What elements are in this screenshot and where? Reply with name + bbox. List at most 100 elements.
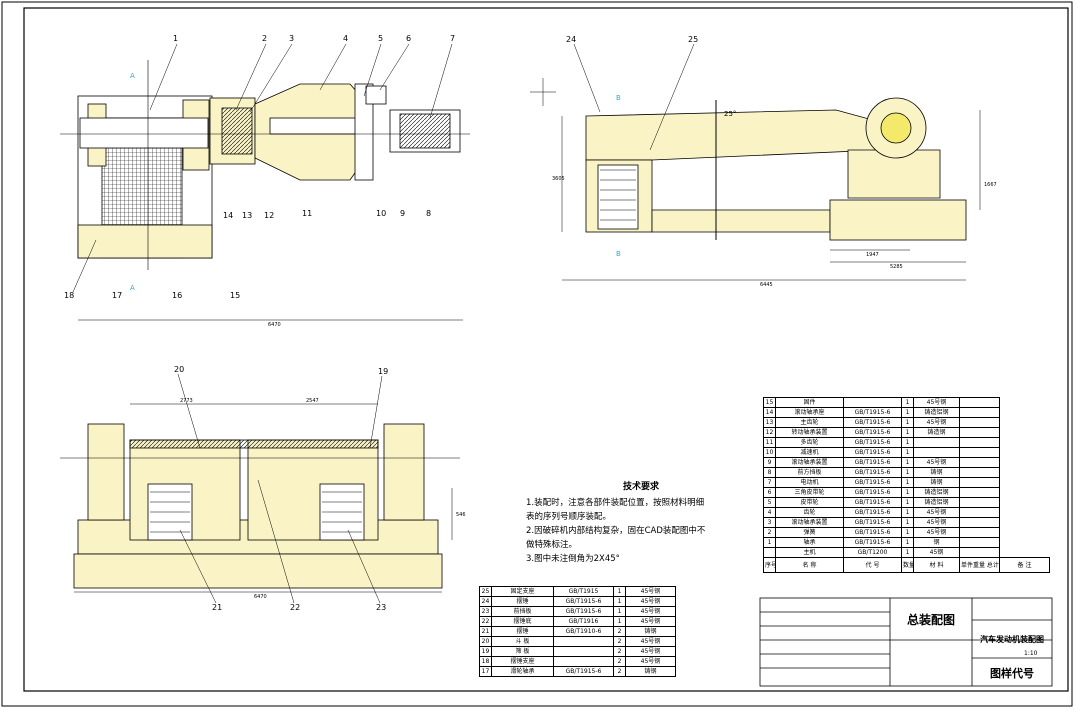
table-cell: GB/T1915-6: [843, 427, 902, 438]
table-cell: [959, 537, 1000, 548]
callout-17: 17: [112, 291, 122, 300]
table-cell: 1: [901, 397, 914, 408]
table-cell: GB/T1200: [843, 547, 902, 558]
table-cell: 转动轴承装置: [775, 427, 844, 438]
table-cell: 三角皮带轮: [775, 487, 844, 498]
requirement-line: 做特殊标注。: [526, 540, 578, 550]
callout-6: 6: [406, 34, 411, 43]
table-cell: 固件: [775, 397, 844, 408]
table-cell: 1: [901, 497, 914, 508]
table-cell: 钢: [913, 537, 960, 548]
requirement-line: 2.因破碎机内部结构复杂，固在CAD装配图中不: [526, 526, 706, 536]
table-cell: [913, 437, 960, 448]
dim-side-overall: 6445: [760, 282, 773, 288]
table-cell: GB/T1915-6: [843, 517, 902, 528]
table-cell: 1: [613, 596, 626, 607]
table-cell: 45号钢: [913, 397, 960, 408]
callout-7: 7: [450, 34, 455, 43]
table-cell: 45号钢: [913, 527, 960, 538]
table-header-cell: 数量: [901, 557, 914, 573]
table-cell: 15: [763, 397, 776, 408]
table-cell: 1: [613, 586, 626, 597]
table-cell: 1: [901, 547, 914, 558]
callout-3: 3: [289, 34, 294, 43]
plan-callouts: 1 2 3 4 5 6 7 8 9 10 11 12 13 14 15 16 1…: [64, 34, 455, 300]
table-cell: [959, 477, 1000, 488]
table-cell: GB/T1915-6: [843, 537, 902, 548]
table-cell: 1: [613, 606, 626, 617]
table-cell: 45号钢: [913, 417, 960, 428]
table-cell: 1: [901, 447, 914, 458]
table-cell: 11: [763, 437, 776, 448]
table-cell: GB/T1915-6: [843, 457, 902, 468]
table-cell: GB/T1915-6: [843, 507, 902, 518]
table-cell: GB/T1915-6: [843, 527, 902, 538]
callout-1: 1: [173, 34, 178, 43]
scale-value: 1:10: [1024, 650, 1038, 657]
front-view: [60, 403, 460, 593]
callout-2: 2: [262, 34, 267, 43]
callout-4: 4: [343, 34, 348, 43]
table-cell: 45号钢: [625, 616, 676, 627]
table-cell: 9: [763, 457, 776, 468]
plan-view: 6470: [60, 60, 470, 328]
table-cell: 19: [479, 646, 492, 657]
table-cell: GB/T1915-6: [553, 666, 614, 677]
table-cell: 主齿轮: [775, 417, 844, 428]
table-cell: [959, 417, 1000, 428]
dim-top-overall: 6470: [268, 322, 281, 328]
table-cell: 24: [479, 596, 492, 607]
table-cell: 45号钢: [625, 606, 676, 617]
table-cell: [959, 527, 1000, 538]
table-cell: 4: [763, 507, 776, 518]
table-cell: 皮带轮: [775, 497, 844, 508]
table-cell: 斗 板: [491, 636, 554, 647]
dim-side-sub2: 1947: [866, 252, 879, 258]
table-cell: [843, 397, 902, 408]
table-cell: 22: [479, 616, 492, 627]
table-cell: 前挡板: [491, 606, 554, 617]
table-cell: 铸钢: [913, 477, 960, 488]
dim-side-sub1: 5285: [890, 264, 903, 270]
table-cell: 2: [763, 527, 776, 538]
table-cell: 10: [763, 447, 776, 458]
dim-side-left-height: 3605: [552, 176, 565, 182]
table-cell: 45号钢: [625, 586, 676, 597]
callout-20: 20: [174, 365, 184, 374]
table-cell: 齿轮: [775, 507, 844, 518]
side-callouts: 24 25 25° B B 6445 5285 1947 1667 3605: [552, 35, 997, 288]
table-cell: 1: [901, 417, 914, 428]
callout-15: 15: [230, 291, 240, 300]
table-cell: 铸造铝钢: [913, 407, 960, 418]
table-cell: GB/T1915-6: [553, 606, 614, 617]
callout-22: 22: [290, 603, 300, 612]
callout-21: 21: [212, 603, 222, 612]
table-cell: 铸造铝钢: [913, 497, 960, 508]
sheet-inner-border: [23, 7, 1069, 692]
table-cell: 2: [613, 666, 626, 677]
dim-front-height: 546: [456, 512, 466, 518]
table-cell: 25: [479, 586, 492, 597]
table-cell: 滚动轴承座: [775, 407, 844, 418]
table-cell: [959, 467, 1000, 478]
table-cell: 45号钢: [913, 517, 960, 528]
table-cell: 45号钢: [913, 457, 960, 468]
callout-25: 25: [688, 35, 698, 44]
table-cell: GB/T1915-6: [843, 417, 902, 428]
table-cell: [959, 497, 1000, 508]
dim-front-overall: 6470: [254, 594, 267, 600]
section-mark-a-bottom: A: [130, 284, 135, 292]
table-cell: 1: [901, 537, 914, 548]
